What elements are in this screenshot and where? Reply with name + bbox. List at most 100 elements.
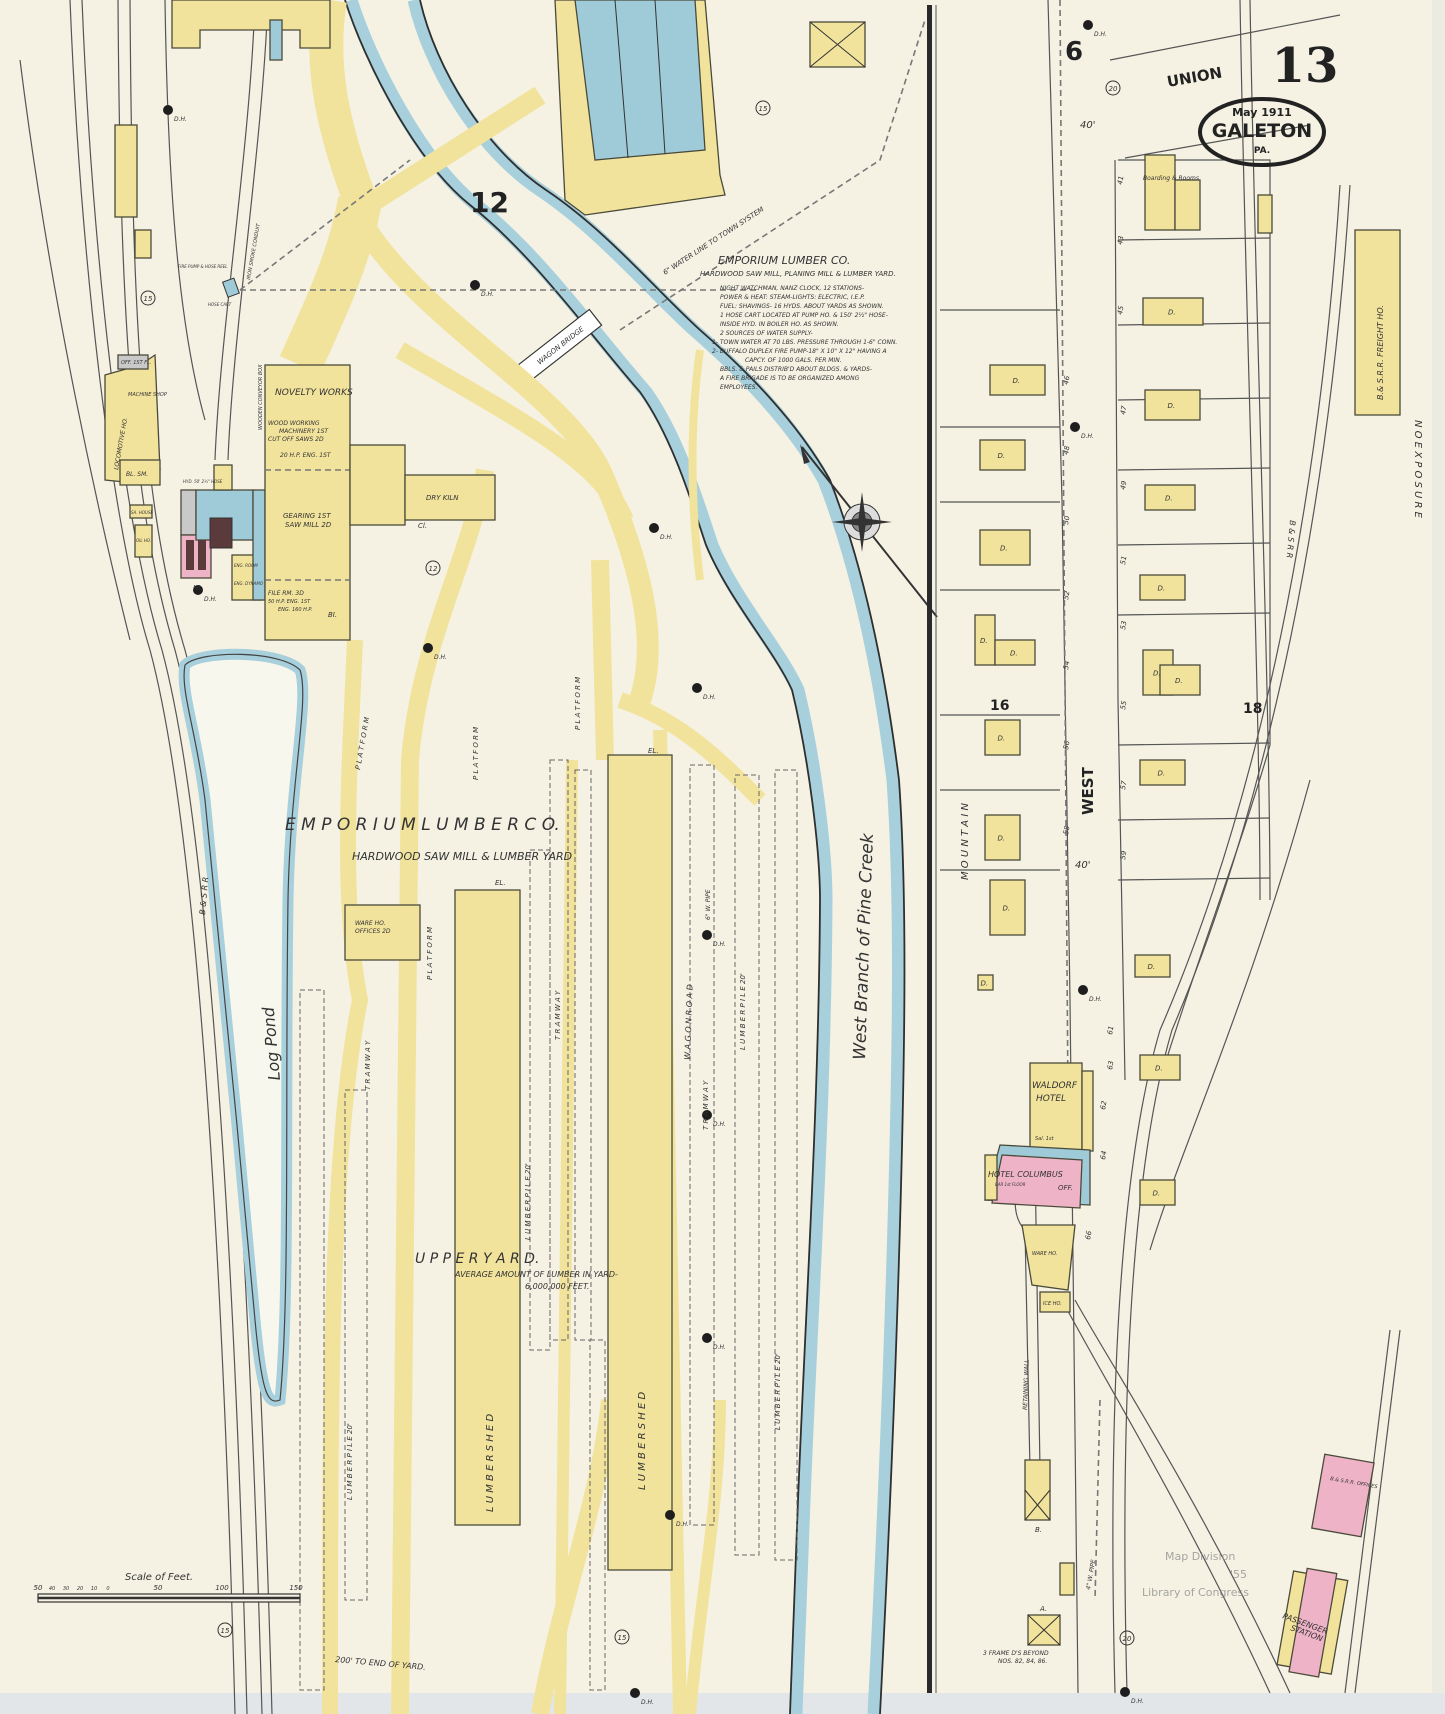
label: HOTEL <box>1036 1094 1066 1104</box>
label: ENG. ROOM <box>234 563 258 568</box>
lot-number: 45 <box>1116 305 1126 316</box>
label: NOVELTY WORKS <box>275 388 353 398</box>
label: NOS. 82, 84, 86. <box>998 1658 1047 1665</box>
boiler-1 <box>186 540 194 570</box>
note-line: A FIRE BRIGADE IS TO BE ORGANIZED AMONG <box>719 375 860 382</box>
hydrant-label: D.H. <box>481 291 494 298</box>
lot-number: 53 <box>1119 620 1128 630</box>
dwelling-label: D. <box>998 835 1006 843</box>
note-line: 2 SOURCES OF WATER SUPPLY- <box>720 330 813 337</box>
log-pond: Log Pond <box>178 648 309 1407</box>
dwelling-label: D. <box>1165 495 1173 503</box>
ware-house-offices <box>344 904 421 961</box>
hotels-and-depot <box>984 154 1401 1678</box>
hydrants: D.H.D.H.D.H.D.H.D.H.D.H.D.H.D.H.D.H.D.H.… <box>163 20 1144 1706</box>
building-small <box>134 229 152 259</box>
scale-tick-label: 50 <box>154 1584 163 1592</box>
tramway <box>350 214 659 704</box>
label: BL. SM. <box>126 471 148 478</box>
novelty-works <box>264 364 351 641</box>
label: A. <box>1039 1605 1047 1613</box>
scale-tick-label: 0 <box>106 1586 109 1592</box>
dwelling-label: D. <box>1000 545 1008 553</box>
lumber-pile-label: L U M B E R P I L E 20' <box>346 1423 354 1500</box>
note-subtitle: HARDWOOD SAW MILL, PLANING MILL & LUMBER… <box>700 270 896 278</box>
circled-number-text: 20 <box>1123 1635 1132 1643</box>
blacksmith-shop <box>119 459 161 486</box>
lot-line <box>1117 467 1271 471</box>
sheet-divider <box>927 5 932 1693</box>
lumber-pile-outline <box>734 774 760 1556</box>
hydrant-label: D.H. <box>1094 31 1107 38</box>
dwelling-label: D. <box>1175 677 1183 685</box>
town-name: GALETON <box>1212 120 1312 142</box>
dwelling-label: D. <box>998 735 1006 743</box>
label: FILE RM. 3D <box>268 590 304 597</box>
hydrant-icon <box>1120 1687 1130 1697</box>
note-line: CAPCY. OF 1000 GALS. PER MIN. <box>745 357 842 364</box>
label: DRY KILN <box>426 494 459 502</box>
hydrant-icon <box>470 280 480 290</box>
hydrant-icon <box>1078 985 1088 995</box>
scan-margin <box>0 1693 1445 1714</box>
label: 3 FRAME D'S BEYOND <box>983 1650 1049 1657</box>
boiler-annex <box>180 489 197 536</box>
dwelling <box>979 529 1031 566</box>
label: HOSE CART <box>208 302 232 307</box>
dwelling <box>984 814 1021 861</box>
ice-house <box>1039 1291 1071 1313</box>
label: ENG. DYNAMO <box>234 581 263 586</box>
dwelling-label: D. <box>1168 402 1176 410</box>
end-of-yard: 200' TO END OF YARD. <box>335 1655 426 1672</box>
dwelling-label: D. <box>1010 650 1018 658</box>
tank-building <box>554 0 866 216</box>
dwelling-label: D. <box>998 452 1006 460</box>
dwelling-label: D. <box>1158 770 1166 778</box>
lot-number: 52 <box>1062 590 1072 601</box>
building-strip <box>114 124 138 218</box>
hotel-columbus-porch <box>984 1154 998 1201</box>
ware-house <box>1021 1224 1076 1291</box>
hydrant-icon <box>423 643 433 653</box>
dwelling <box>984 719 1021 756</box>
waldorf-hotel <box>1029 1062 1083 1152</box>
hydrant-icon <box>649 523 659 533</box>
wagon-bridge[interactable]: WAGON BRIDGE <box>517 308 603 382</box>
lot-line <box>1117 612 1271 616</box>
scale-title: Scale of Feet. <box>125 1572 193 1583</box>
lot-number: 61 <box>1106 1025 1115 1035</box>
tramway <box>688 349 704 581</box>
circled-number <box>1105 80 1121 96</box>
circled-number-text: 12 <box>429 565 438 573</box>
label: HOTEL COLUMBUS <box>988 1170 1063 1179</box>
passenger-station <box>1288 1567 1338 1678</box>
label: CUT OFF SAWS 2D <box>268 436 324 443</box>
hydrant-label: D.H. <box>713 1344 726 1351</box>
note-line: 2- BUFFALO DUPLEX FIRE PUMP-18" X 10" X … <box>712 348 887 355</box>
stamp-line: '55 <box>1230 1568 1247 1581</box>
label: OFF. 1ST FL. <box>121 360 151 366</box>
street-lines <box>1014 0 1401 1694</box>
dwelling-label: D. <box>1168 309 1176 317</box>
pipe-label: 6" W. PIPE <box>705 889 712 920</box>
boiler-house <box>180 534 212 579</box>
dwelling-label: D. <box>1148 963 1156 971</box>
west-branch-pine-creek <box>344 0 906 1714</box>
dwelling <box>994 639 1036 666</box>
tramway-label: T R A M W A Y <box>702 1080 710 1130</box>
scale-tick-label: 150 <box>289 1584 303 1592</box>
lot-line <box>1117 742 1271 746</box>
dwelling-label: D. <box>1013 377 1021 385</box>
state-name: PA. <box>1254 146 1270 156</box>
hydrant-icon <box>702 1110 712 1120</box>
lot-line <box>1117 237 1271 241</box>
hydrant-label: D.H. <box>1131 1698 1144 1705</box>
boarding-house-wing <box>1174 179 1201 231</box>
lot-number: 46 <box>1062 375 1072 386</box>
lot-line <box>1117 542 1271 546</box>
water-pipe-4 <box>1094 1399 1101 1601</box>
label: MACHINERY 1ST <box>279 428 329 435</box>
hydrant-label: D.H. <box>713 1121 726 1128</box>
circled-number-text: 15 <box>618 1634 627 1642</box>
